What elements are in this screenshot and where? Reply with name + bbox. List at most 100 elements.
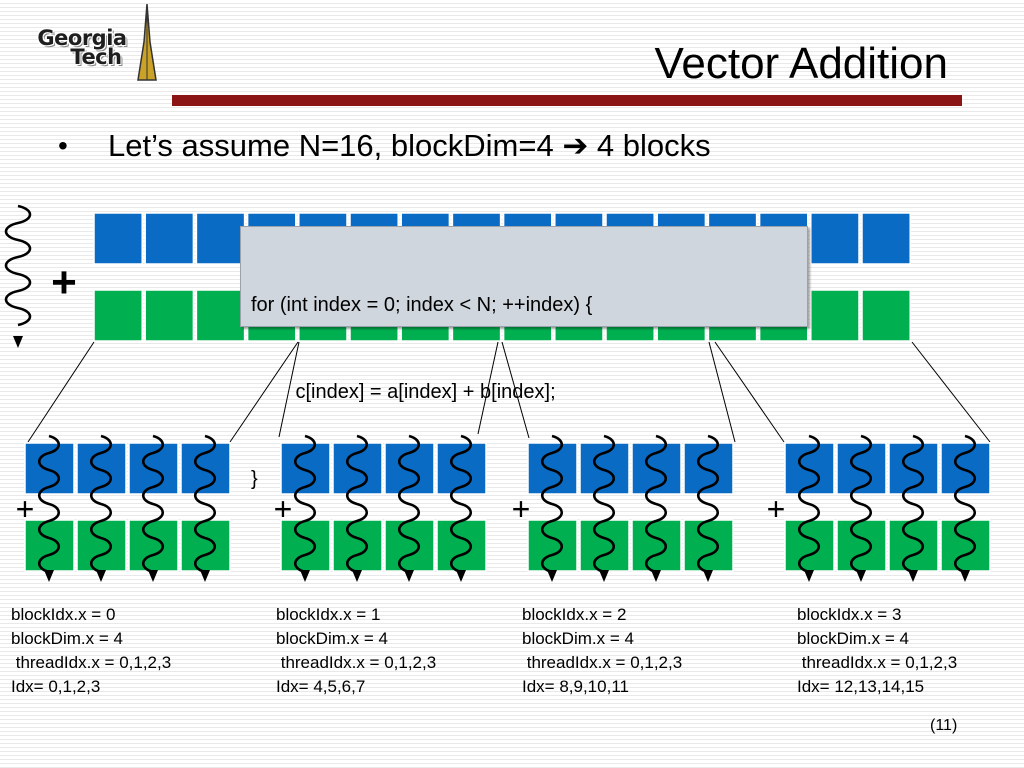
block-a-cell [527, 442, 578, 495]
block-a-cell [24, 442, 75, 495]
thread-block-0: + [16, 434, 231, 582]
block-label-line: blockDim.x = 4 [522, 629, 634, 648]
logo-text-georgia: Georgia [37, 26, 127, 50]
block-b-cell [888, 519, 939, 572]
block-b-cell [631, 519, 682, 572]
block-label-line: Idx= 12,13,14,15 [797, 677, 925, 696]
thread-arrow-icon [141, 434, 165, 582]
vector-a-cell [93, 212, 143, 265]
block-label-line: blockDim.x = 4 [797, 629, 909, 648]
block-label-line: threadIdx.x = 0,1,2,3 [797, 653, 958, 672]
block-a-cell [631, 442, 682, 495]
block-b-cell [76, 519, 127, 572]
connector-line [501, 341, 530, 439]
block-plus-sign: + [274, 491, 293, 527]
bullet-text: Let’s assume N=16, blockDim=4 ➔ 4 blocks [108, 128, 711, 163]
block-b-cell [280, 519, 331, 572]
connector-line [27, 341, 95, 443]
block-label-line: threadIdx.x = 0,1,2,3 [276, 653, 437, 672]
thread-block-1: + [274, 434, 487, 582]
block-a-cell [280, 442, 331, 495]
block-b-cell [384, 519, 435, 572]
block-a-cell [384, 442, 435, 495]
thread-arrow-icon [345, 434, 369, 582]
block-label-line: blockDim.x = 4 [11, 629, 123, 648]
block-a-cell [836, 442, 887, 495]
thread-arrow-icon [193, 434, 217, 582]
georgia-tech-logo: Georgia Tech [14, 2, 157, 82]
thread-arrow-icon [449, 434, 473, 582]
thread-arrow-icon [592, 434, 616, 582]
thread-arrow-icon [644, 434, 668, 582]
block-b-cell [527, 519, 578, 572]
connector-line [911, 341, 991, 443]
serial-thread-squiggle [4, 204, 32, 348]
block-b-cell [836, 519, 887, 572]
block-b-cell [128, 519, 179, 572]
thread-arrow-icon [797, 434, 821, 582]
thread-arrow-icon [89, 434, 113, 582]
block-b-cell [180, 519, 231, 572]
block-b-cell [24, 519, 75, 572]
block-b-cell [579, 519, 630, 572]
block-label-line: blockIdx.x = 3 [797, 605, 902, 624]
block-connector-lines [27, 341, 991, 443]
vector-plus-sign: + [51, 258, 77, 307]
bullet-marker: • [58, 130, 68, 161]
thread-arrow-icon [37, 434, 61, 582]
code-line-1: for (int index = 0; index < N; ++index) … [251, 294, 593, 316]
thread-arrow-icon [953, 434, 977, 582]
block-plus-sign: + [767, 491, 786, 527]
thread-arrow-icon [293, 434, 317, 582]
connector-line [714, 341, 785, 443]
vector-a-cell [144, 212, 195, 265]
block-label-line: blockIdx.x = 1 [276, 605, 381, 624]
vector-b-cell [144, 289, 195, 342]
vector-a-cell [810, 212, 860, 265]
thread-arrow-icon [696, 434, 720, 582]
block-plus-sign: + [512, 491, 531, 527]
block-2-label: blockIdx.x = 2 blockDim.x = 4 threadIdx.… [522, 603, 682, 699]
thread-arrow-icon [397, 434, 421, 582]
connector-line [278, 341, 300, 438]
block-plus-sign: + [16, 491, 35, 527]
block-label-line: Idx= 0,1,2,3 [11, 677, 101, 696]
code-line-2: c[index] = a[index] + b[index]; [251, 381, 556, 403]
connector-line [708, 341, 736, 443]
block-a-cell [784, 442, 835, 495]
connector-line [229, 341, 299, 443]
slide-title: Vector Addition [654, 39, 948, 88]
block-label-line: Idx= 4,5,6,7 [276, 677, 366, 696]
connector-line [477, 341, 499, 435]
block-a-cell [128, 442, 179, 495]
block-a-cell [76, 442, 127, 495]
logo-text-tech: Tech [70, 45, 122, 69]
vector-a-cell [195, 212, 246, 265]
block-label-line: threadIdx.x = 0,1,2,3 [11, 653, 172, 672]
block-label-line: threadIdx.x = 0,1,2,3 [522, 653, 683, 672]
block-a-cell [180, 442, 231, 495]
thread-arrow-icon [849, 434, 873, 582]
loop-thread-arrow [4, 204, 32, 348]
block-a-cell [940, 442, 991, 495]
code-snippet-box: for (int index = 0; index < N; ++index) … [240, 226, 808, 490]
title-rule [172, 95, 962, 106]
code-line-3: } [251, 468, 258, 490]
plus-label-main: + [51, 258, 77, 307]
block-3-label: blockIdx.x = 3 blockDim.x = 4 threadIdx.… [797, 603, 957, 699]
thread-blocks: + + + + [16, 434, 991, 582]
block-label-line: blockDim.x = 4 [276, 629, 388, 648]
block-a-cell [579, 442, 630, 495]
vector-b-cell [195, 289, 246, 342]
block-b-cell [436, 519, 487, 572]
block-label-line: blockIdx.x = 0 [11, 605, 116, 624]
page-number: (11) [930, 717, 958, 734]
thread-block-2: + [512, 434, 734, 582]
block-label-line: blockIdx.x = 2 [522, 605, 627, 624]
block-a-cell [332, 442, 383, 495]
vector-b-cell [810, 289, 860, 342]
block-b-cell [940, 519, 991, 572]
block-b-cell [332, 519, 383, 572]
thread-block-3: + [767, 434, 991, 582]
